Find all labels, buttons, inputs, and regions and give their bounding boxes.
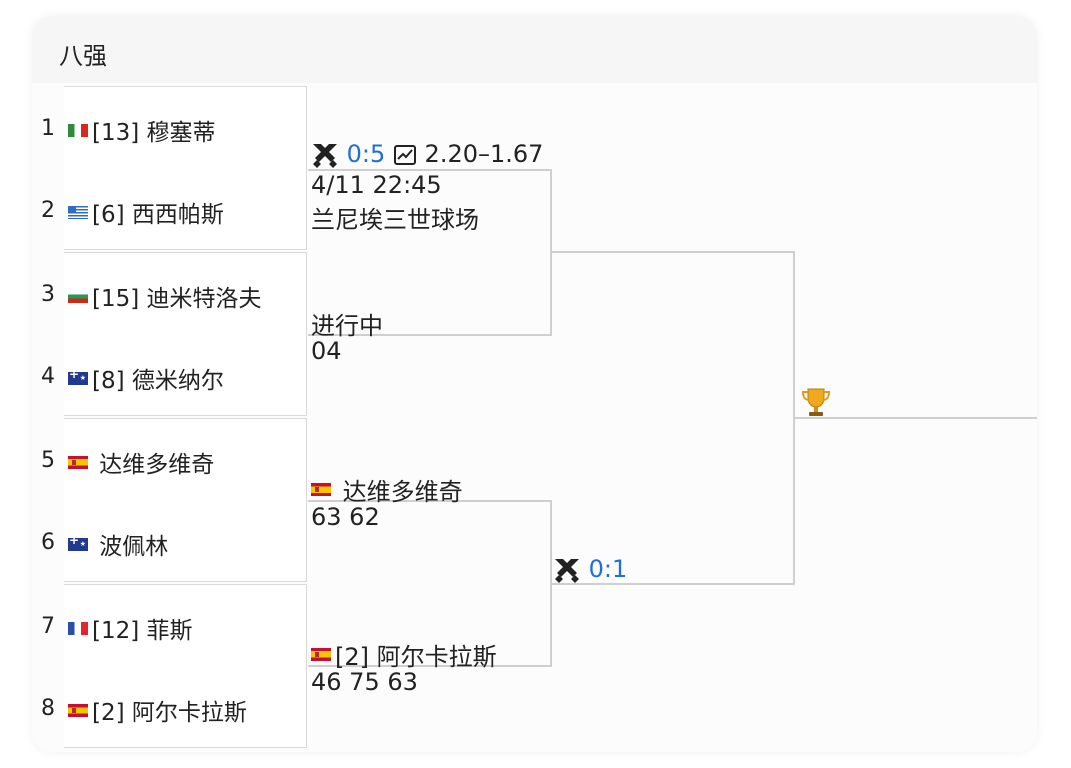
match-box-2[interactable]	[64, 252, 307, 416]
player-row[interactable]: [13] 穆塞蒂	[68, 113, 216, 147]
bracket-line	[308, 169, 551, 171]
semifinal-player-bottom[interactable]: [2] 阿尔卡拉斯	[311, 637, 497, 672]
match-box-3[interactable]	[64, 418, 307, 582]
italy-flag-icon	[68, 123, 88, 137]
seed-number: 7	[41, 614, 55, 639]
seed-number: 6	[41, 530, 55, 555]
player-name: [2] 阿尔卡拉斯	[335, 643, 497, 671]
france-flag-icon	[68, 621, 88, 635]
bracket-line	[552, 251, 794, 253]
final-line	[795, 417, 1037, 419]
match-datetime: 4/11 22:45	[311, 171, 442, 199]
bracket-line	[308, 665, 551, 667]
seed-number: 4	[41, 364, 55, 389]
player-name: [13] 穆塞蒂	[92, 120, 216, 146]
player-name: 达维多维奇	[335, 478, 463, 506]
player-row[interactable]: [2] 阿尔卡拉斯	[68, 693, 247, 727]
spain-flag-icon	[311, 483, 331, 496]
bracket-line	[550, 169, 552, 336]
spain-flag-icon	[68, 455, 88, 469]
player-row[interactable]: [8] 德米纳尔	[68, 361, 224, 395]
swords-icon	[555, 559, 579, 583]
seed-number: 8	[41, 696, 55, 721]
semifinal-player-top[interactable]: 达维多维奇	[311, 472, 463, 507]
bracket-line	[308, 334, 551, 336]
australia-flag-icon	[68, 537, 88, 551]
odds: 2.20–1.67	[424, 140, 544, 168]
player-row[interactable]: [12] 菲斯	[68, 611, 193, 645]
match-score: 04	[311, 337, 342, 365]
greece-flag-icon	[68, 205, 88, 219]
match-status: 进行中	[311, 312, 383, 340]
swords-icon	[313, 144, 337, 168]
player-row[interactable]: 波佩林	[68, 527, 168, 561]
round-header: 八强	[32, 16, 1037, 83]
player-score: 63 62	[311, 503, 380, 531]
match-venue: 兰尼埃三世球场	[311, 206, 479, 234]
bracket-line	[552, 583, 794, 585]
chart-icon	[393, 145, 416, 165]
spain-flag-icon	[68, 703, 88, 717]
player-row[interactable]: [15] 迪米特洛夫	[68, 279, 262, 313]
h2h-record[interactable]: 0:5	[346, 140, 386, 168]
player-name: [8] 德米纳尔	[92, 368, 224, 394]
player-name: [2] 阿尔卡拉斯	[92, 700, 247, 726]
h2h-record[interactable]: 0:1	[588, 555, 628, 583]
round-title: 八强	[59, 42, 107, 70]
seed-number: 5	[41, 448, 55, 473]
player-score: 46 75 63	[311, 668, 418, 696]
match1-summary[interactable]: 0:5 2.20–1.67	[311, 140, 543, 168]
australia-flag-icon	[68, 371, 88, 385]
bracket-line	[793, 251, 795, 585]
player-name: 波佩林	[92, 534, 169, 560]
player-name: [12] 菲斯	[92, 618, 193, 644]
player-name: [15] 迪米特洛夫	[92, 286, 262, 312]
player-row[interactable]: 达维多维奇	[68, 445, 214, 479]
seed-number: 1	[41, 116, 55, 141]
trophy-icon	[801, 388, 831, 416]
match2-summary[interactable]: 0:1	[553, 555, 627, 583]
player-name: [6] 西西帕斯	[92, 202, 224, 228]
seed-number: 3	[41, 282, 55, 307]
player-row[interactable]: [6] 西西帕斯	[68, 195, 224, 229]
player-name: 达维多维奇	[92, 452, 215, 478]
seed-number: 2	[41, 198, 55, 223]
bulgaria-flag-icon	[68, 289, 88, 303]
match-box-4[interactable]	[64, 584, 307, 748]
match-box-1[interactable]	[64, 86, 307, 250]
spain-flag-icon	[311, 648, 331, 661]
bracket-line	[308, 500, 551, 502]
bracket-line	[550, 500, 552, 667]
